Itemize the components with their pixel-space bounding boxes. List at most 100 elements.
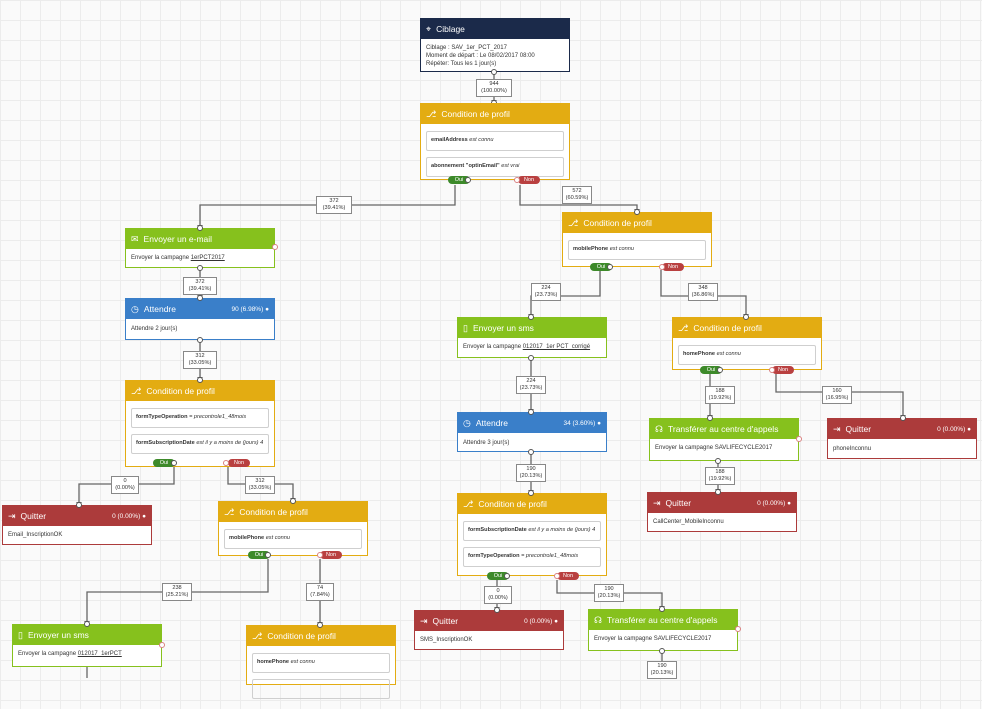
oui-branch[interactable]: Oui <box>700 366 722 374</box>
input-port[interactable] <box>84 621 90 627</box>
count-label: 238(25.21%) <box>162 583 192 601</box>
condition-node[interactable]: ⎇Condition de profil formSubscriptionDat… <box>457 493 607 576</box>
count-label: 312(33.05%) <box>245 476 275 494</box>
node-title: Condition de profil <box>478 499 547 509</box>
node-title: Transférer au centre d'appels <box>668 424 779 434</box>
input-port[interactable] <box>197 377 203 383</box>
count-label: 572(60.59%) <box>562 186 592 204</box>
non-port[interactable] <box>223 460 229 466</box>
non-port[interactable] <box>659 264 665 270</box>
condition-rule: homePhone est connu <box>678 345 816 365</box>
exit-icon: ⇥ <box>653 497 661 508</box>
non-branch[interactable]: Non <box>228 459 250 467</box>
side-port[interactable] <box>735 626 741 632</box>
side-port[interactable] <box>272 244 278 250</box>
input-port[interactable] <box>743 314 749 320</box>
condition-node[interactable]: ⎇Condition de profil mobilePhone est con… <box>562 212 712 267</box>
output-port[interactable] <box>528 355 534 361</box>
input-port[interactable] <box>197 225 203 231</box>
oui-port[interactable] <box>465 177 471 183</box>
side-port[interactable] <box>796 436 802 442</box>
side-port[interactable] <box>159 642 165 648</box>
input-port[interactable] <box>634 209 640 215</box>
non-branch[interactable]: Non <box>518 176 540 184</box>
count-label: 0(0.00%) <box>111 476 139 494</box>
branch-icon: ⎇ <box>678 322 689 333</box>
input-port[interactable] <box>659 606 665 612</box>
input-port[interactable] <box>528 409 534 415</box>
ciblage-name: Ciblage : SAV_1er_PCT_2017 <box>426 45 507 51</box>
call-center-node[interactable]: ☊Transférer au centre d'appels Envoyer l… <box>649 418 799 461</box>
input-port[interactable] <box>900 415 906 421</box>
output-port[interactable] <box>491 69 497 75</box>
input-port[interactable] <box>76 502 82 508</box>
input-port[interactable] <box>197 295 203 301</box>
non-port[interactable] <box>514 177 520 183</box>
node-title: Condition de profil <box>239 507 308 517</box>
input-port[interactable] <box>494 607 500 613</box>
count-label: 188(19.92%) <box>705 386 735 404</box>
non-branch[interactable]: Non <box>557 572 579 580</box>
oui-branch[interactable]: Oui <box>248 551 270 559</box>
node-title: Envoyer un sms <box>472 323 534 333</box>
condition-node[interactable]: ⎇Condition de profil homePhone est connu <box>246 625 396 699</box>
oui-port[interactable] <box>171 460 177 466</box>
non-port[interactable] <box>769 367 775 373</box>
count-label: 224(23.73%) <box>531 283 561 301</box>
output-port[interactable] <box>197 265 203 271</box>
exit-icon: ⇥ <box>8 510 16 521</box>
non-port[interactable] <box>317 552 323 558</box>
condition-node[interactable]: ⎇Condition de profil mobilePhone est con… <box>218 501 368 556</box>
non-port[interactable] <box>554 573 560 579</box>
non-branch[interactable]: Non <box>772 366 794 374</box>
ciblage-node[interactable]: ⌖Ciblage Ciblage : SAV_1er_PCT_2017 Mome… <box>420 18 570 72</box>
condition-node[interactable]: ⎇Condition de profil formTypeOperation =… <box>125 380 275 467</box>
output-port[interactable] <box>715 458 721 464</box>
oui-branch[interactable]: Oui <box>448 176 470 184</box>
node-title: Envoyer un e-mail <box>143 234 213 244</box>
input-port[interactable] <box>528 314 534 320</box>
oui-branch[interactable]: Oui <box>590 263 612 271</box>
non-branch[interactable]: Non <box>320 551 342 559</box>
node-title: Quitter <box>432 616 459 626</box>
send-email-node[interactable]: ✉Envoyer un e-mail Envoyer la campagne 1… <box>125 228 275 268</box>
user-icon: ● <box>967 425 971 433</box>
headset-icon: ☊ <box>655 423 663 434</box>
send-sms-node[interactable]: ▯Envoyer un sms Envoyer la campagne 0120… <box>12 624 162 667</box>
count-label: 74(7.84%) <box>306 583 334 601</box>
count-label: 190(20.13%) <box>647 661 677 679</box>
output-port[interactable] <box>528 449 534 455</box>
count-label: 188(19.92%) <box>705 467 735 485</box>
non-branch[interactable]: Non <box>662 263 684 271</box>
condition-node[interactable]: ⎇Condition de profil homePhone est connu <box>672 317 822 370</box>
oui-port[interactable] <box>607 264 613 270</box>
branch-icon: ⎇ <box>568 217 579 228</box>
input-port[interactable] <box>317 622 323 628</box>
output-port[interactable] <box>659 648 665 654</box>
send-sms-node[interactable]: ▯Envoyer un sms Envoyer la campagne 0120… <box>457 317 607 358</box>
input-port[interactable] <box>528 490 534 496</box>
condition-rule: homePhone est connu <box>252 653 390 673</box>
oui-branch[interactable]: Oui <box>153 459 175 467</box>
input-port[interactable] <box>290 498 296 504</box>
output-port[interactable] <box>197 337 203 343</box>
user-icon: ● <box>597 419 601 427</box>
oui-branch[interactable]: Oui <box>487 572 509 580</box>
oui-port[interactable] <box>717 367 723 373</box>
count-label: 190(20.13%) <box>594 584 624 602</box>
oui-port[interactable] <box>265 552 271 558</box>
call-center-node[interactable]: ☊Transférer au centre d'appels Envoyer l… <box>588 609 738 651</box>
count-label: 944(100.00%) <box>476 79 512 97</box>
user-icon: ● <box>265 305 269 313</box>
condition-node[interactable]: ⎇Condition de profil emailAddress est co… <box>420 103 570 180</box>
input-port[interactable] <box>715 489 721 495</box>
input-port[interactable] <box>707 415 713 421</box>
oui-port[interactable] <box>504 573 510 579</box>
count-label: 160(16.95%) <box>822 386 852 404</box>
